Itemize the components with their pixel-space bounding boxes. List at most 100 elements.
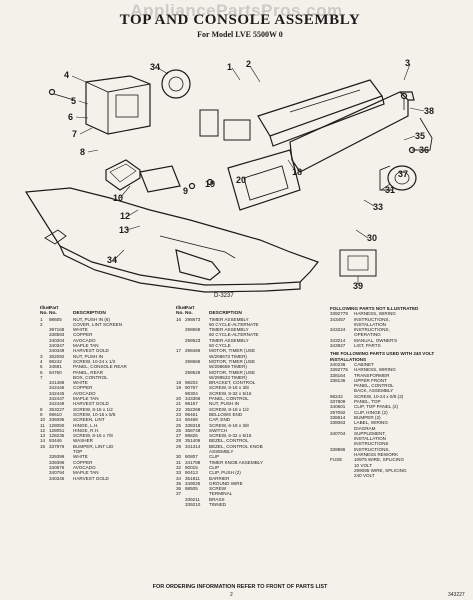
description: TIMER ASSEMBLY: [209, 316, 249, 322]
callout-13: 13: [119, 225, 130, 235]
part-no: 339396: [49, 459, 65, 465]
description: CLIP: [209, 454, 220, 460]
description: HARNESS, WIRING: [354, 311, 396, 317]
description: NUT, PUSH IN: [209, 401, 240, 407]
description: MOTOR, TIMER (USE: [209, 358, 256, 364]
parts-row: 60 CYCLE-ALTERNATE: [176, 322, 326, 327]
part-no: 299523: [185, 337, 201, 343]
description: COPPER: [73, 385, 93, 391]
part-no: 98304: [185, 390, 198, 396]
description: BEZEL, CONTROL KNOB: [209, 443, 263, 449]
callout-37: 37: [398, 169, 409, 179]
description: CAP, END: [209, 417, 231, 423]
description: CLIP, TOP PANEL (2): [354, 404, 399, 410]
description: WHITE: [73, 454, 88, 460]
part-no: 96461: [185, 411, 198, 417]
illus-no: 2: [40, 321, 43, 327]
part-no: 34691: [49, 364, 62, 370]
drawing-number: D-3237: [214, 293, 234, 299]
part-no: 336095: [49, 417, 65, 423]
description: OPERATING: [354, 332, 381, 338]
lint-slot: [175, 249, 221, 281]
description: SCREW, 8-15 x 1/2: [73, 406, 113, 412]
part-no: 349025: [185, 480, 201, 486]
description: SCREW, 8-15 x 7/8: [73, 433, 113, 439]
illus-no: 37: [176, 491, 182, 497]
part-no: 342449: [49, 401, 65, 407]
illus-no: 33: [176, 470, 182, 476]
callout-36: 36: [419, 145, 430, 155]
part-no: 342447: [49, 396, 65, 402]
note-row: INSTALLATION: [330, 322, 470, 327]
description: 299095 WIRE, SPLICING: [354, 467, 407, 473]
part-no: 98242: [330, 393, 343, 399]
part-no: 339210: [185, 501, 201, 507]
illus-no: 30: [176, 454, 182, 460]
illus-no: 15: [40, 443, 46, 449]
description: INSTRUCTIONS: [354, 441, 389, 447]
note-row: 299095 WIRE, SPLICING: [330, 468, 470, 473]
description: HINGE, R.H.: [73, 427, 100, 433]
part-no: 90015: [185, 464, 198, 470]
illus-no: 7: [40, 374, 43, 380]
illus-no: 22: [176, 406, 182, 412]
description: INSTRUCTIONS,: [354, 446, 390, 452]
part-no: 90767: [185, 385, 198, 391]
callout-30: 30: [367, 233, 378, 243]
part-no: 337809: [330, 399, 346, 405]
lint-screen: [105, 159, 141, 191]
description: 10975 WIRE, SPLICING: [354, 457, 405, 463]
description: AVOCADO: [73, 390, 96, 396]
illus-no: 17: [176, 348, 182, 354]
part-no: 340236: [330, 361, 346, 367]
illus-no: 26: [176, 427, 182, 433]
part-no: 98610: [49, 411, 62, 417]
part-no: 90807: [185, 454, 198, 460]
callout-3: 3: [405, 58, 411, 68]
description: LABEL, WIRING: [354, 420, 388, 426]
note-row: BACK, ASSEMBLY: [330, 388, 470, 393]
description: SCREW, 6-18 x 3/8: [209, 422, 249, 428]
part-no: 98242: [49, 358, 62, 364]
description: BUMPER, LINT LID: [73, 443, 114, 449]
callout-33: 33: [373, 202, 384, 212]
part-no: 338614: [330, 414, 346, 420]
exploded-diagram: [24, 63, 433, 293]
part-no: 3392778: [330, 311, 348, 317]
parts-row: 342446 COPPER: [40, 385, 180, 390]
illus-no: 14: [40, 438, 46, 444]
part-no: 340704: [330, 430, 346, 436]
description: PANEL, TOP: [354, 399, 381, 405]
part-no: 342446: [49, 385, 65, 391]
callout-4: 4: [64, 70, 70, 80]
illus-no: 3: [40, 353, 43, 359]
description: HARVEST GOLD: [73, 475, 109, 481]
console-front-panel: [289, 91, 409, 173]
parts-row: 37 TERMINAL: [176, 491, 326, 496]
description: AVOCADO: [73, 464, 96, 470]
callout-7: 7: [72, 129, 78, 139]
description: W/298673 TIMER): [209, 353, 247, 359]
description: TERMINAL: [209, 491, 233, 497]
part-no: 351406: [185, 438, 201, 444]
